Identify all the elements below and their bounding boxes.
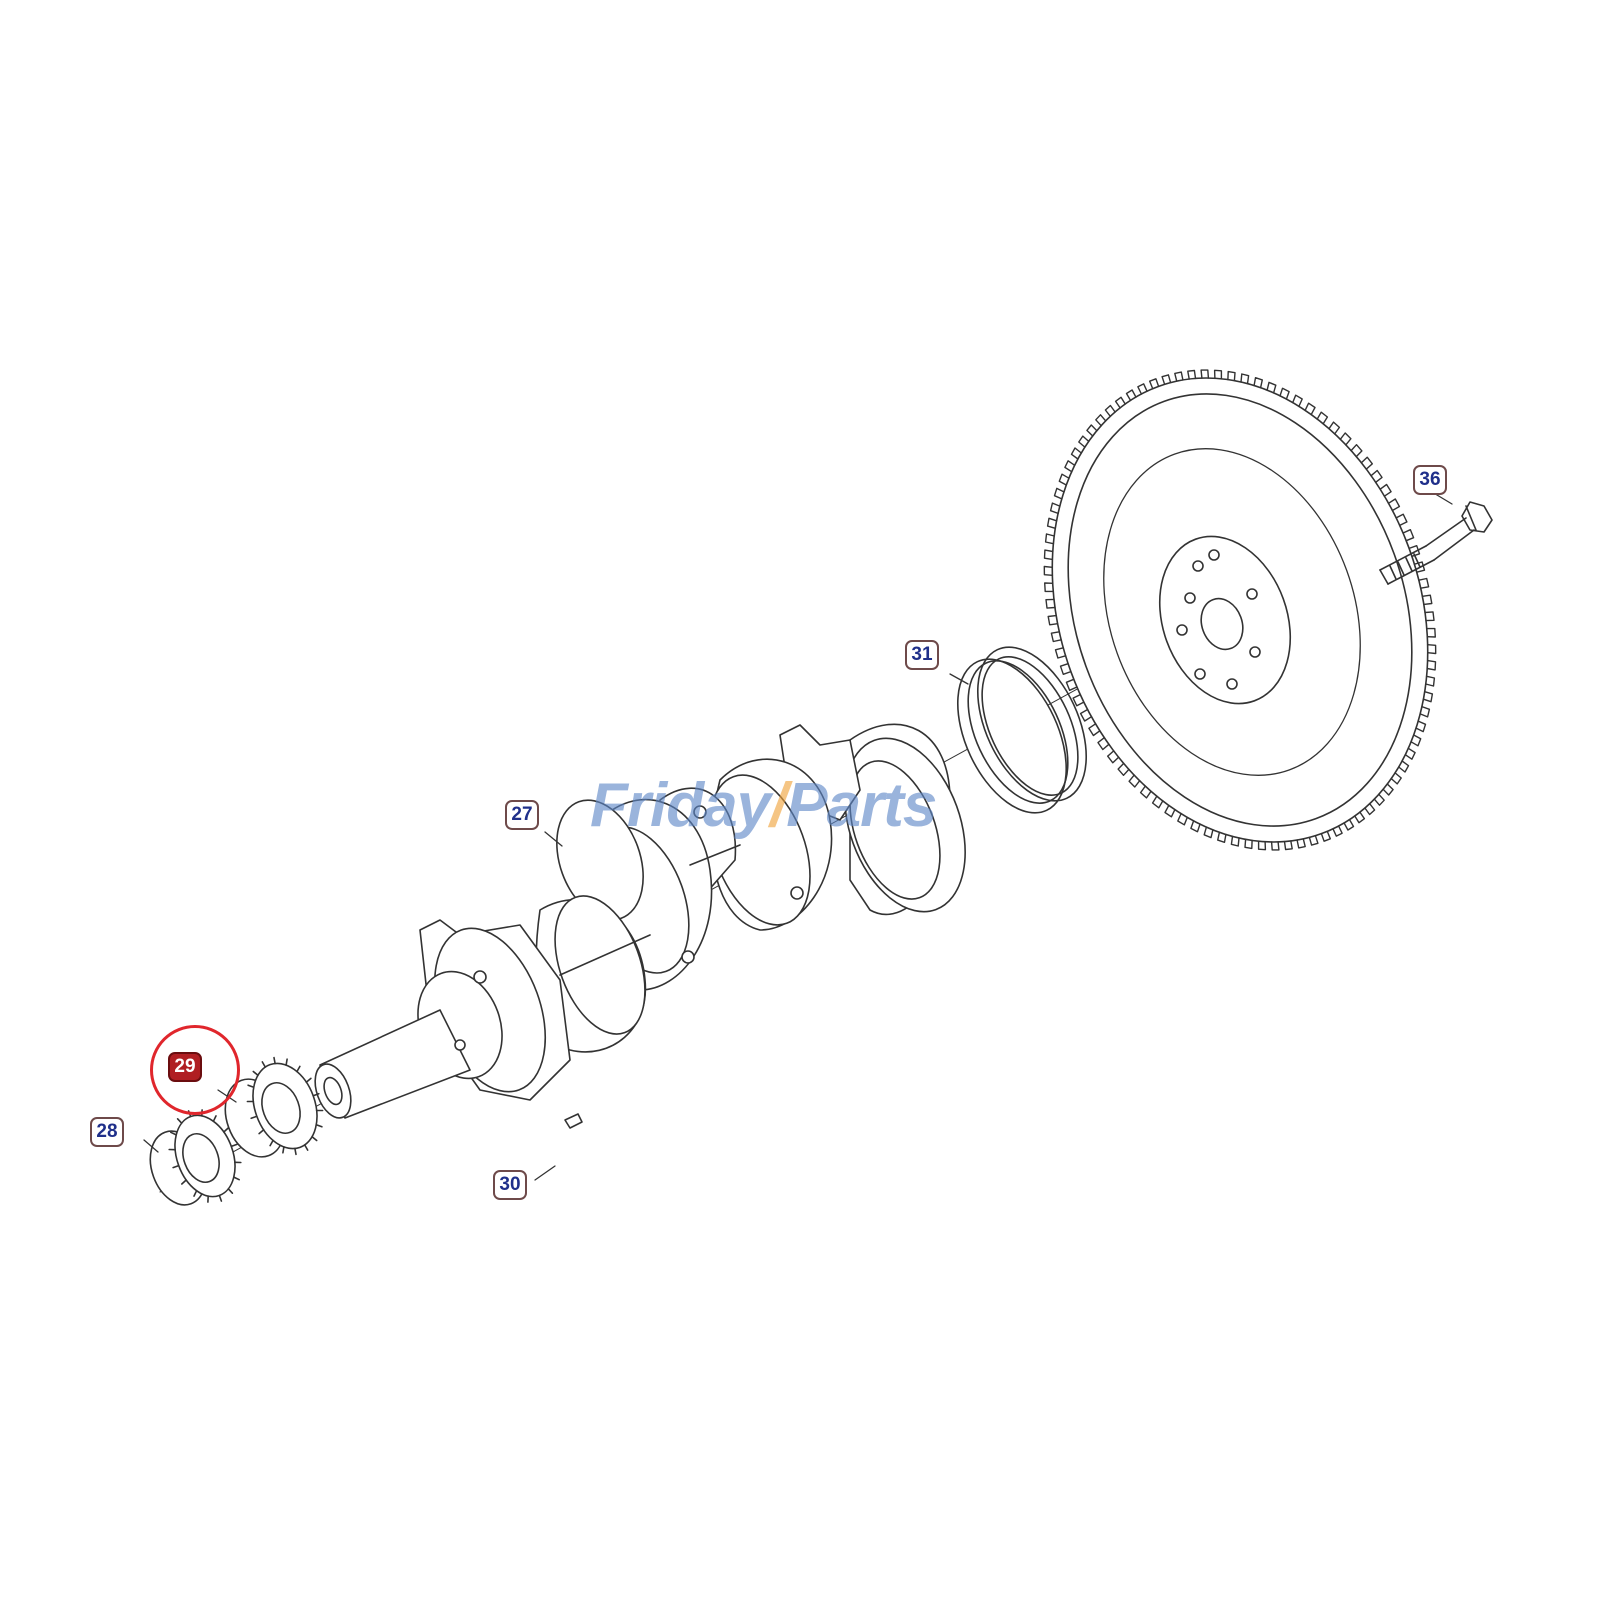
- gear-tooth: [253, 1072, 258, 1076]
- gear-tooth: [312, 1137, 317, 1141]
- friday-parts-watermark: Friday/Parts: [590, 770, 936, 841]
- flywheel-tooth: [1428, 645, 1436, 654]
- callout-27[interactable]: 27: [505, 800, 539, 830]
- flywheel-tooth: [1044, 567, 1052, 576]
- flywheel: [989, 325, 1490, 895]
- gear-tooth: [305, 1145, 308, 1150]
- gear-tooth: [286, 1059, 287, 1065]
- gear-tooth: [219, 1196, 221, 1202]
- gear-tooth: [231, 1144, 237, 1146]
- gear-tooth: [297, 1066, 300, 1071]
- flywheel-tooth: [1272, 842, 1279, 850]
- flywheel-tooth: [1201, 370, 1208, 378]
- woodruff-key: [565, 1114, 582, 1128]
- gear-tooth: [228, 1189, 232, 1193]
- callout-36[interactable]: 36: [1413, 465, 1447, 495]
- gear-tooth: [262, 1062, 265, 1067]
- flywheel-tooth: [1427, 629, 1436, 637]
- gear-tooth: [213, 1116, 216, 1121]
- flywheel-tooth: [1427, 661, 1435, 670]
- flywheel-tooth: [1045, 550, 1053, 559]
- gear-tooth: [274, 1058, 275, 1064]
- gear-tooth: [306, 1078, 311, 1082]
- flywheel-tooth: [1045, 583, 1054, 591]
- callout-29[interactable]: 29: [168, 1052, 202, 1082]
- callout-28[interactable]: 28: [90, 1117, 124, 1147]
- gear-tooth: [178, 1119, 182, 1123]
- callout-31[interactable]: 31: [905, 640, 939, 670]
- gear-tooth: [224, 1128, 228, 1132]
- gear-tooth: [295, 1149, 296, 1155]
- gear-tooth: [316, 1125, 322, 1127]
- callout-30[interactable]: 30: [493, 1170, 527, 1200]
- gear-tooth: [234, 1177, 239, 1180]
- gear-tooth: [283, 1147, 284, 1153]
